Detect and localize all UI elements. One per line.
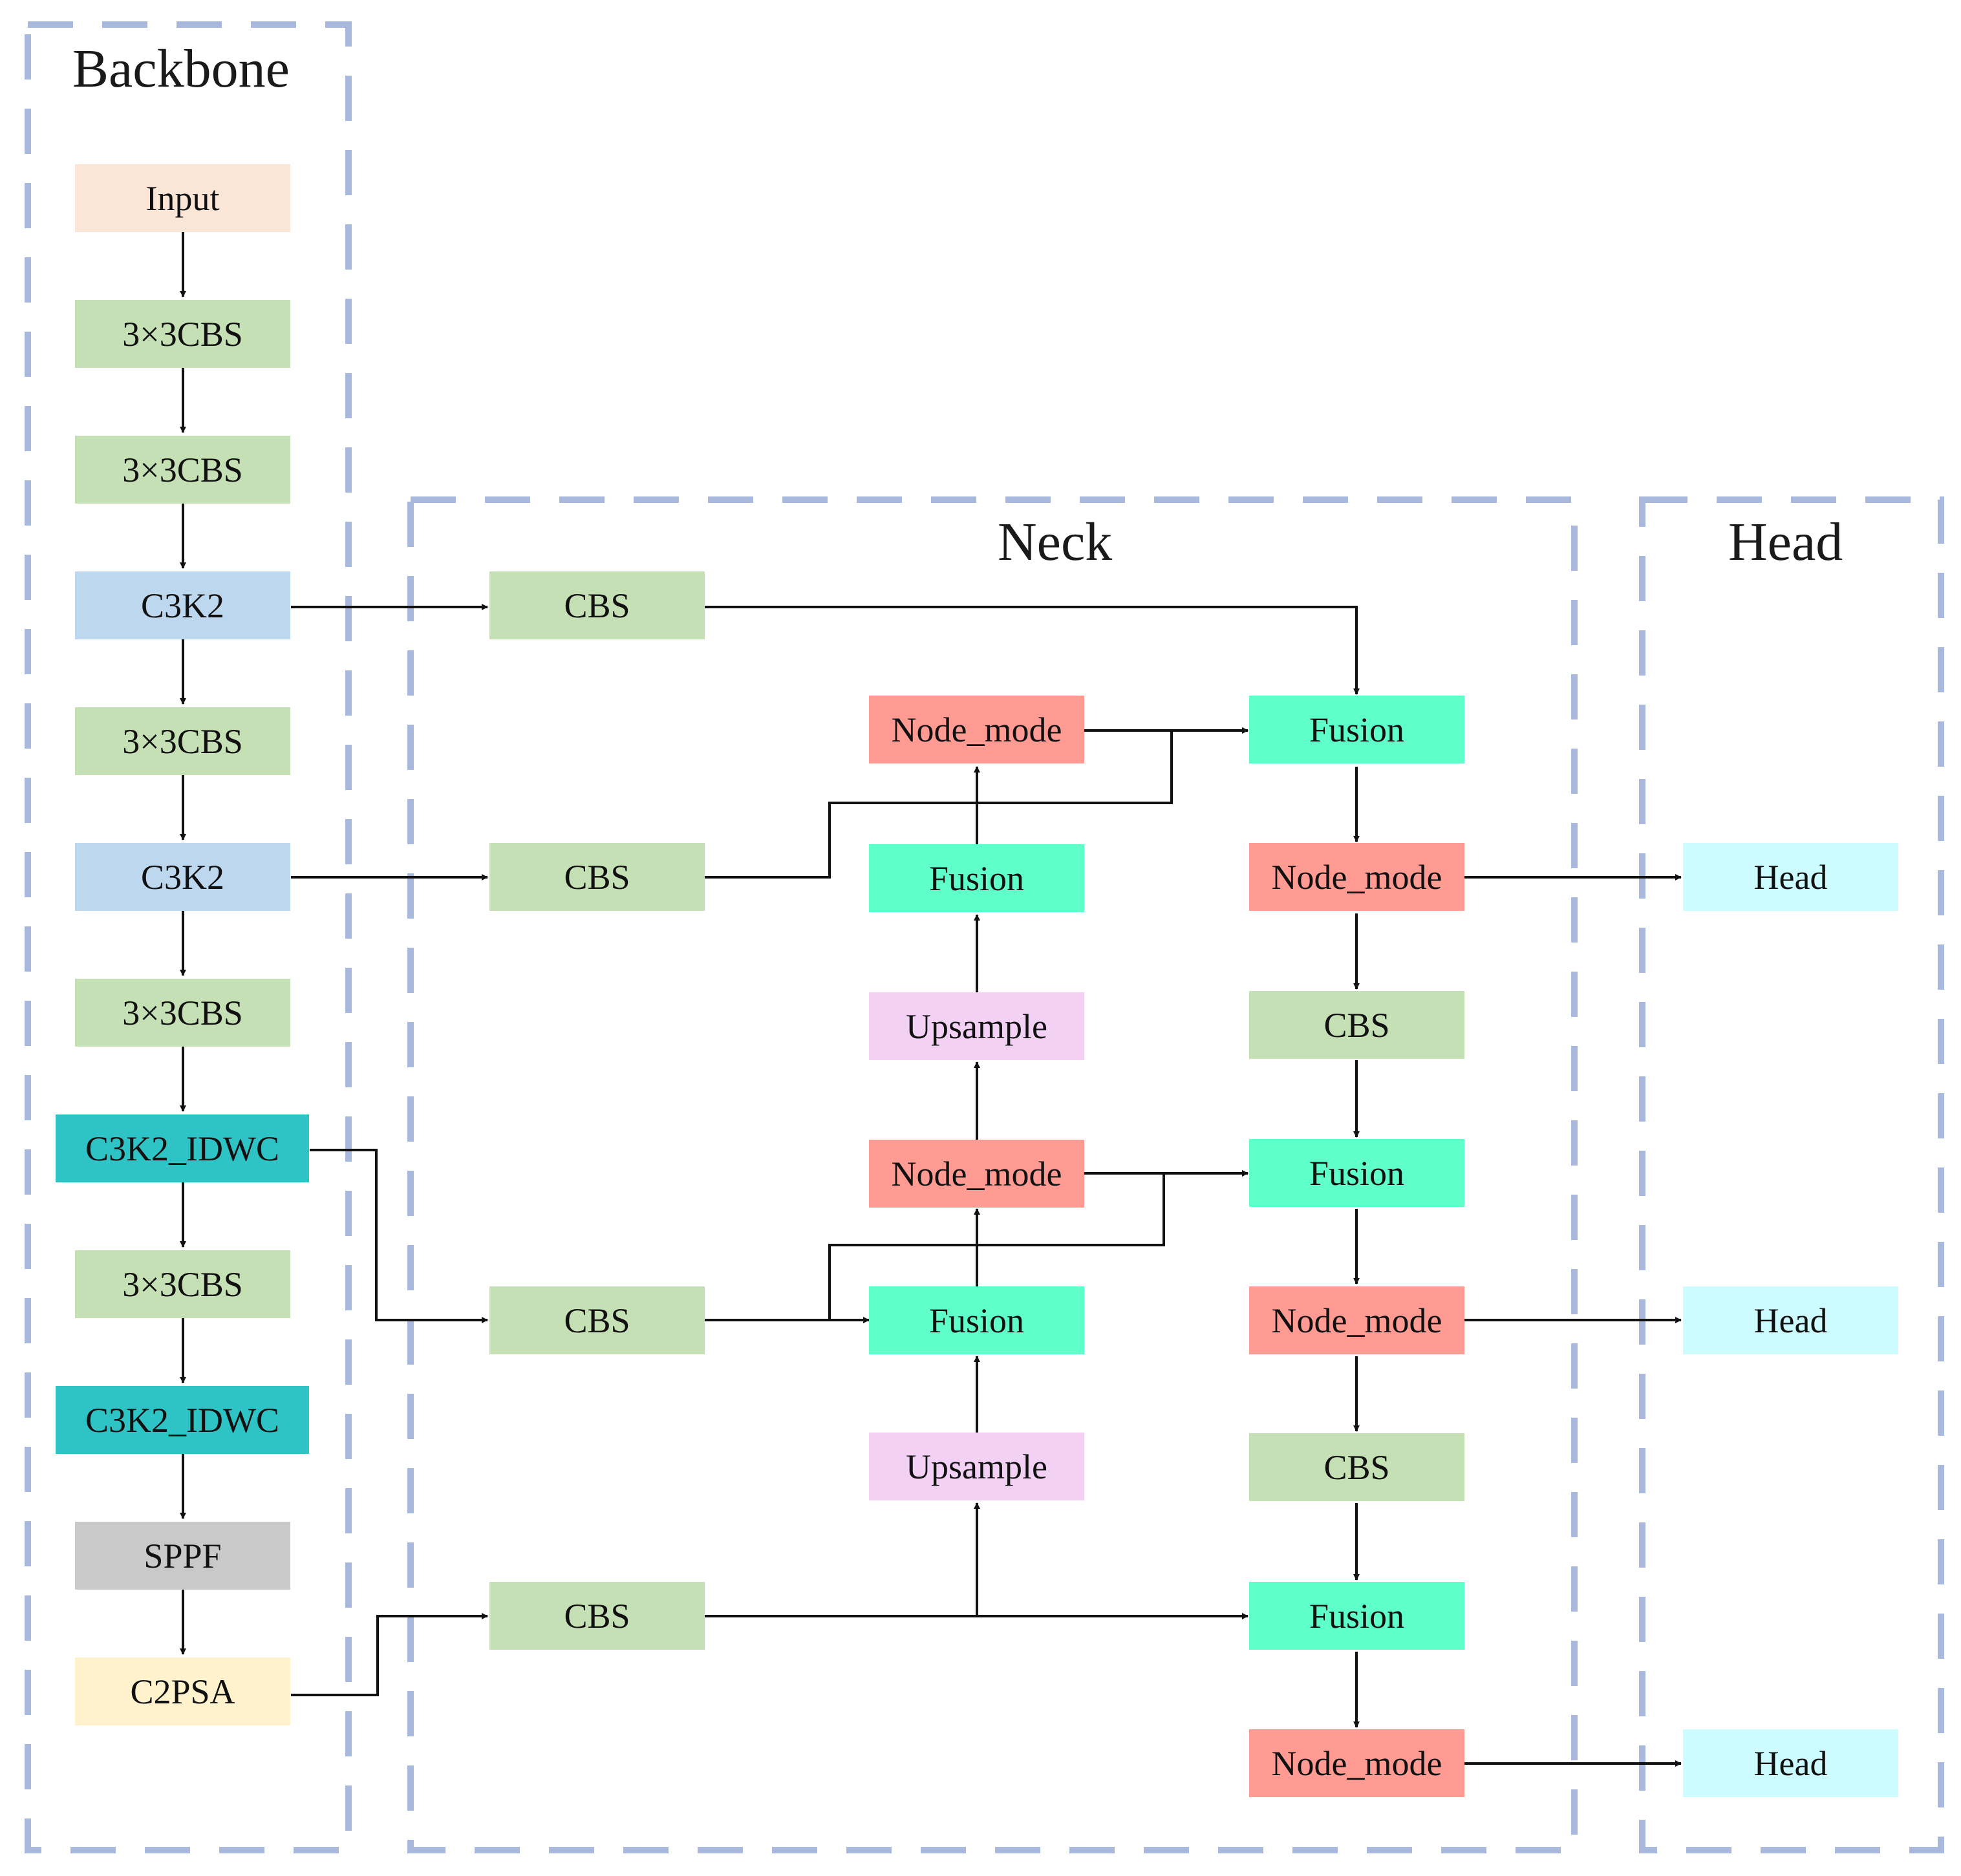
c3k2-idwc-block-2: C3K2_IDWC <box>56 1386 309 1454</box>
head-block-2: Head <box>1683 1286 1898 1354</box>
fusion-right-3: Fusion <box>1249 1582 1464 1650</box>
head-title: Head <box>1728 512 1843 572</box>
node-mode-right-2: Node_mode <box>1249 1286 1464 1354</box>
input-block: Input <box>75 164 290 232</box>
upsample-1: Upsample <box>869 992 1084 1060</box>
cbs-block-1: 3×3CBS <box>75 300 290 368</box>
cbs-block-2: 3×3CBS <box>75 436 290 504</box>
arrow-idwc1-cbsc <box>310 1149 488 1323</box>
neck-cbs-d: CBS <box>489 1582 705 1650</box>
upsample-2: Upsample <box>869 1433 1084 1500</box>
fusion-mid-2: Fusion <box>869 1286 1084 1354</box>
node-mode-mid: Node_mode <box>869 1140 1084 1208</box>
neck-title: Neck <box>998 512 1113 572</box>
cbs-right-1: CBS <box>1249 991 1464 1059</box>
cbs-block-3: 3×3CBS <box>75 707 290 775</box>
node-mode-top: Node_mode <box>869 696 1084 763</box>
c3k2-idwc-block-1: C3K2_IDWC <box>56 1114 309 1182</box>
neck-cbs-c: CBS <box>489 1286 705 1354</box>
cbs-block-4: 3×3CBS <box>75 979 290 1047</box>
neck-cbs-b: CBS <box>489 843 705 911</box>
sppf-block: SPPF <box>75 1522 290 1590</box>
neck-cbs-a: CBS <box>489 571 705 639</box>
c3k2-block-2: C3K2 <box>75 843 290 911</box>
arrow-c2psa-cbsd <box>291 1613 488 1696</box>
c3k2-block-1: C3K2 <box>75 571 290 639</box>
c2psa-block: C2PSA <box>75 1657 290 1725</box>
backbone-border <box>25 21 352 1853</box>
backbone-title: Backbone <box>72 39 290 99</box>
head-border <box>1639 496 1944 1853</box>
fusion-right-1: Fusion <box>1249 696 1464 763</box>
node-mode-right-3: Node_mode <box>1249 1729 1464 1797</box>
fusion-mid-1: Fusion <box>869 844 1084 912</box>
head-block-3: Head <box>1683 1729 1898 1797</box>
head-block-1: Head <box>1683 843 1898 911</box>
cbs-right-2: CBS <box>1249 1433 1464 1501</box>
node-mode-right-1: Node_mode <box>1249 843 1464 911</box>
neck-border <box>407 496 1578 1853</box>
cbs-block-5: 3×3CBS <box>75 1250 290 1318</box>
fusion-right-2: Fusion <box>1249 1139 1464 1207</box>
arrow-cbsa-fusionr1 <box>705 606 1360 695</box>
